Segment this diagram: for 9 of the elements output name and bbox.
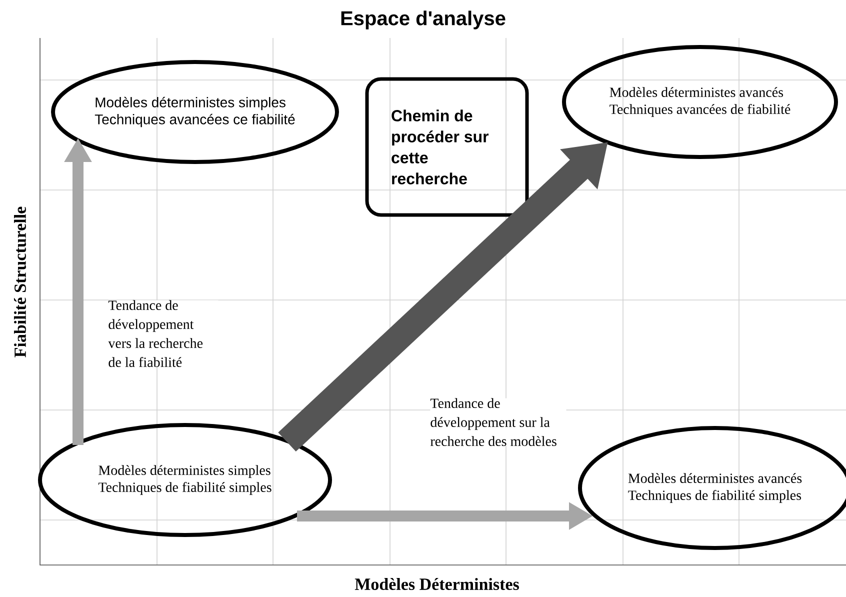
rounded-box: Chemin de procéder sur cette recherche bbox=[365, 77, 529, 217]
title: Espace d'analyse bbox=[341, 10, 506, 30]
ellipse-node: Modèles déterministes simples Techniques avancées ce fiabilité bbox=[51, 60, 339, 164]
axis-label: Fiabilité Structurelle bbox=[14, 206, 26, 358]
ellipse-node: Modèles déterministes simples Techniques de fiabilité simples bbox=[38, 423, 332, 537]
axis-label: Modèles Déterministes bbox=[354, 578, 519, 590]
edge-label: Tendance de développement sur la recherche des modèles bbox=[430, 398, 556, 446]
edge-label: Tendance de développement vers la recherche de la fiabilité bbox=[108, 300, 203, 368]
ellipse-node: Modèles déterministes avancés Techniques avancées de fiabilité bbox=[562, 45, 838, 159]
